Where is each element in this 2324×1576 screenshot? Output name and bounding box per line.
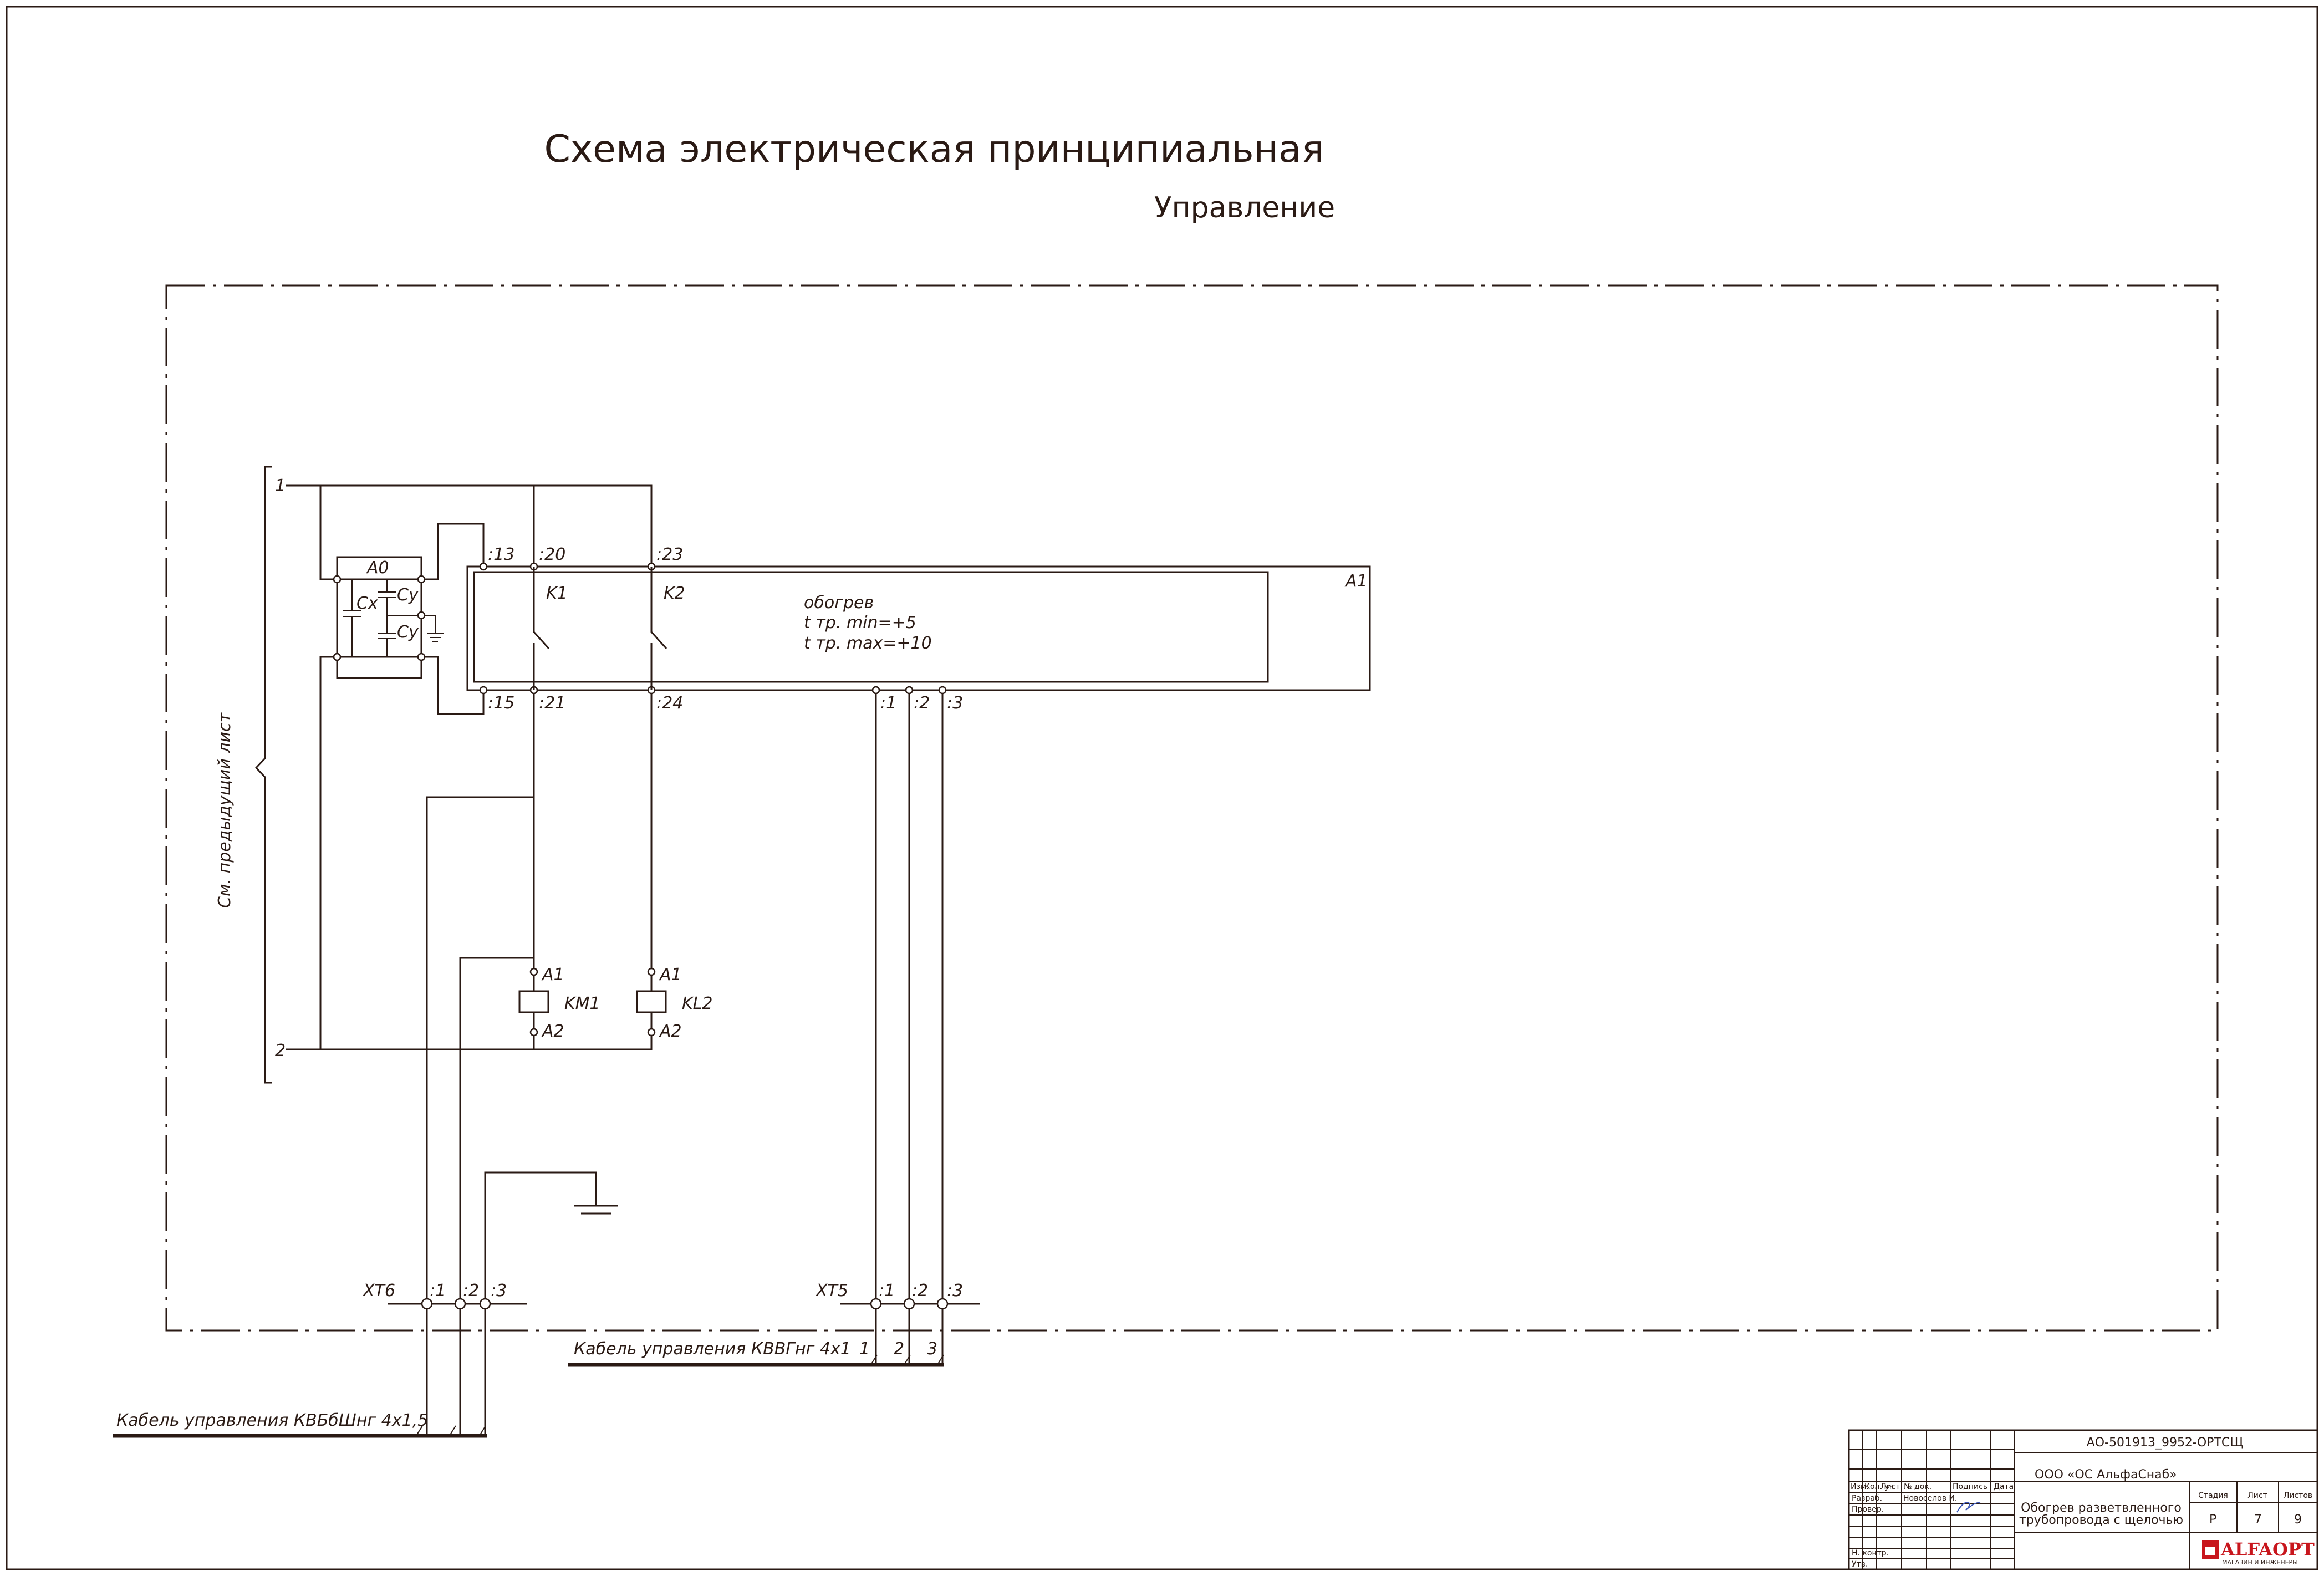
capacitor-cy2-label: Cy [397,623,419,642]
title-block-description-2: трубопровода с щелочью [2019,1513,2183,1527]
title-block-description-1: Обогрев разветвленного [2021,1501,2182,1515]
drawing-frame [6,6,2318,1570]
relay-km1-a1: A1 [541,965,564,985]
cable-kvvgng-core-3: 3 [927,1339,937,1359]
rail-1-label: 1 [275,476,286,496]
capacitor-cy1-label: Cy [397,585,419,605]
pin-20: :20 [539,545,565,564]
pin-23: :23 [656,545,683,564]
logo-sub: МАГАЗИН И ИНЖЕНЕРЫ [2222,1559,2298,1566]
cable-kvvgng: Кабель управления КВВГнг 4х1 1 2 3 [568,1339,944,1367]
title-block-col-date: Дата [1994,1482,2014,1491]
cable-kvvgng-label: Кабель управления КВВГнг 4х1 [574,1339,851,1359]
terminal-xt6-pin-1: :1 [430,1281,446,1300]
terminal-xt6: XT6 :1 :2 :3 [362,1281,527,1310]
terminal-xt5: XT5 :1 :2 :3 [815,1281,980,1310]
controller-tmin: t тр. min=+5 [804,613,916,633]
rail-2-label: 2 [275,1041,286,1060]
title-block-row-utv: Утв. [1852,1560,1868,1569]
contact-k1-label: K1 [546,584,568,603]
pin-24: :24 [656,693,683,713]
title-block-col-kol: Кол. уч [1864,1482,1894,1491]
relay-km1-label: KM1 [564,994,600,1013]
previous-sheet-brace [254,466,272,1084]
relay-kl2-label: KL2 [682,994,712,1013]
logo-main: ALFAOPT [2220,1539,2315,1560]
title-block-row-prover: Провер. [1852,1505,1884,1514]
title-block-col-sign: Подпись [1953,1482,1987,1491]
controller-a1: A1 :13 :20 :23 :15 :21 :24 :1 :2 :3 K1 K… [466,545,1371,713]
title-block-company: ООО «ОС АльфаСнаб» [2035,1468,2177,1482]
cable-kvbbshng-label: Кабель управления КВБбШнг 4х1,5 [116,1411,428,1430]
pin-13: :13 [488,545,514,564]
signature-mark [1956,1502,1981,1513]
relay-km1: A1 A2 KM1 [518,965,600,1041]
page-subtitle: Управление [1154,191,1335,225]
terminal-xt5-pin-3: :3 [947,1281,963,1300]
contact-k2-label: K2 [664,584,685,603]
cable-kvvgng-core-1: 1 [859,1339,870,1359]
page-title: Схема электрическая принципиальная [544,127,1324,171]
title-block-sheets-header: Листов [2284,1491,2312,1500]
capacitor-cx-label: Cx [356,594,378,613]
title-block-doc-code: АО-501913_9952-ОРТСЩ [2087,1436,2244,1450]
terminal-xt5-pin-1: :1 [879,1281,895,1300]
title-block-sheet: 7 [2254,1513,2262,1527]
title-block: АО-501913_9952-ОРТСЩ ООО «ОС АльфаСнаб» … [1848,1429,2318,1570]
relay-kl2-a1: A1 [659,965,682,985]
filter-label: A0 [366,558,389,578]
terminal-xt5-label: XT5 [815,1281,848,1300]
relay-kl2-a2: A2 [659,1022,682,1041]
side-note: См. предыдущий лист [215,712,235,908]
cabinet-boundary [165,284,2219,1332]
title-block-sheet-header: Лист [2247,1491,2267,1500]
title-block-stage-header: Стадия [2198,1491,2228,1500]
terminal-xt6-pin-2: :2 [463,1281,479,1300]
title-block-row-razrab: Разраб. [1852,1494,1882,1503]
cable-kvbbshng: Кабель управления КВБбШнг 4х1,5 [113,1411,487,1438]
terminal-xt6-pin-3: :3 [491,1281,507,1300]
title-block-stage: Р [2209,1513,2216,1527]
title-block-col-doc: № док. [1904,1482,1931,1491]
terminal-xt5-pin-2: :2 [912,1281,928,1300]
title-block-col-list: Лист [1880,1482,1900,1491]
wires [286,484,944,1435]
relay-kl2: A1 A2 KL2 [636,965,712,1041]
pin-21: :21 [539,693,565,713]
pin-out-3: :3 [947,693,963,713]
title-block-sheets: 9 [2294,1513,2302,1527]
title-block-row-nkontr: Н. контр. [1852,1549,1889,1558]
ground-symbol [574,1205,618,1215]
controller-label: A1 [1344,572,1368,591]
controller-tmax: t тр. max=+10 [804,634,932,653]
pin-15: :15 [488,693,514,713]
filter-a0: A0 Cx Cy Cy [333,556,444,679]
title-block-developer: Новоселов И. [1903,1494,1957,1503]
controller-mode: обогрев [804,593,874,613]
pin-out-1: :1 [880,693,896,713]
cable-kvvgng-core-2: 2 [894,1339,904,1359]
title-block-col-izm: Изм. [1851,1482,1869,1491]
pin-out-2: :2 [914,693,930,713]
terminal-xt6-label: XT6 [362,1281,395,1300]
alfaopt-logo: ALFAOPT МАГАЗИН И ИНЖЕНЕРЫ [2202,1539,2315,1566]
relay-km1-a2: A2 [541,1022,564,1041]
